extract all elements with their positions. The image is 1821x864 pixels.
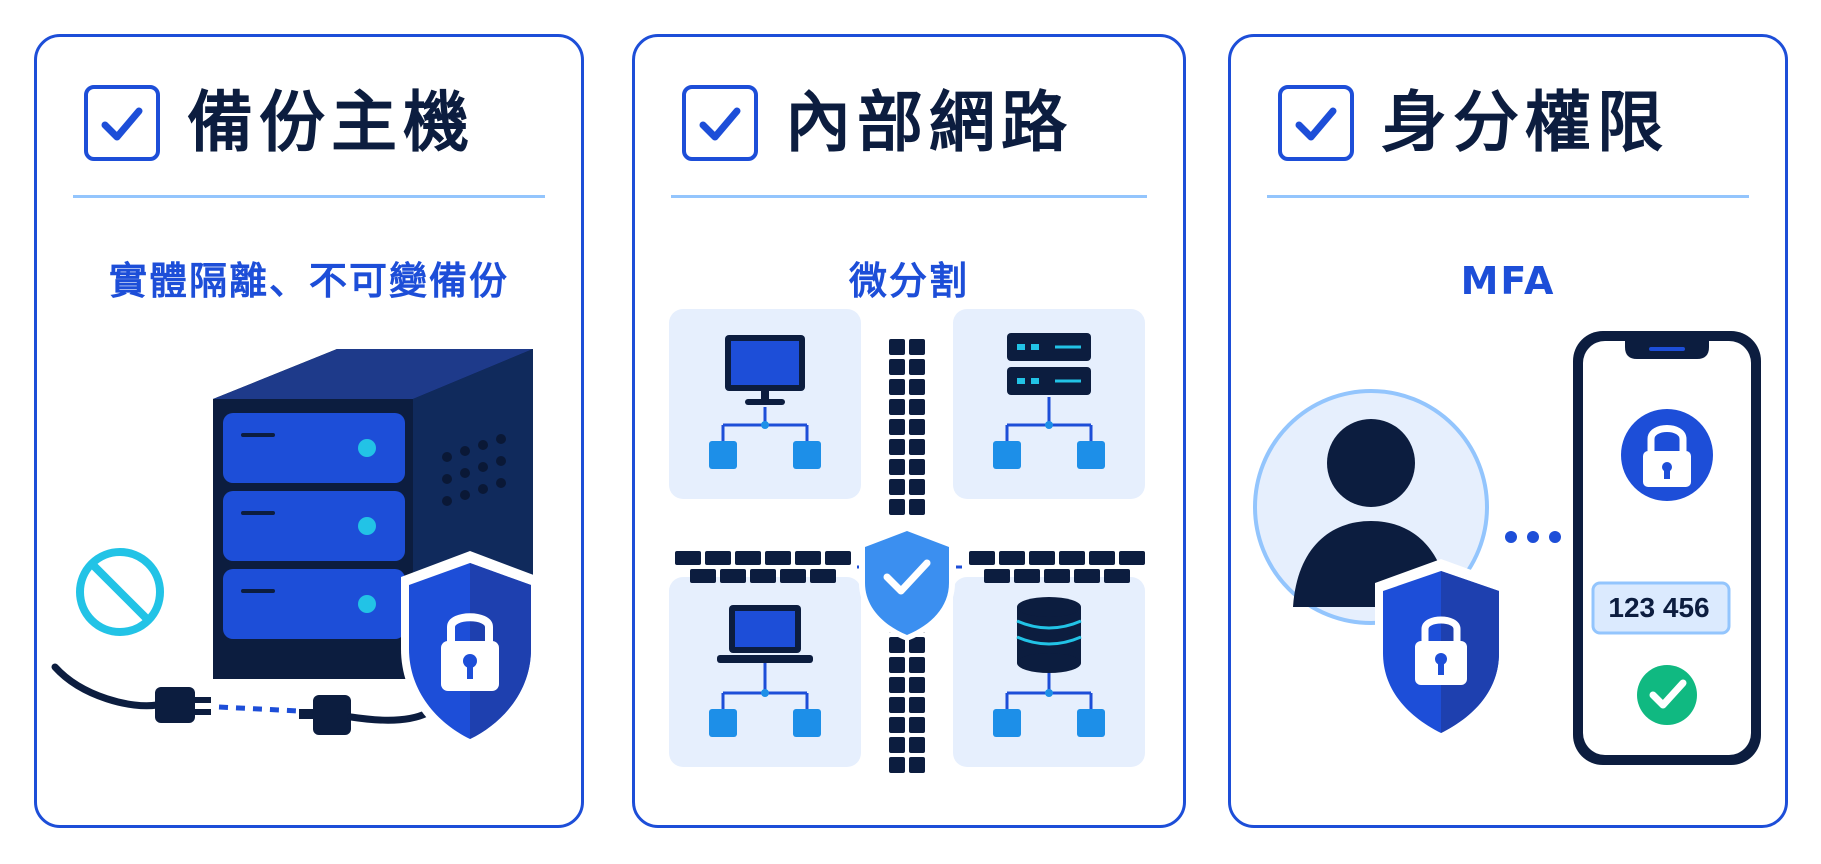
desktop-icon: [725, 335, 805, 405]
laptop-icon: [717, 605, 813, 663]
database-icon: [1016, 597, 1082, 673]
card-title: 內部網路: [785, 84, 1073, 161]
divider: [73, 195, 545, 198]
server-rack-icon: [1007, 333, 1091, 395]
card-title: 備份主機: [187, 84, 475, 161]
connector-dots: [1505, 531, 1561, 543]
success-check-icon: [1637, 665, 1697, 725]
card-identity-access: 身分權限 MFA: [1228, 34, 1788, 828]
firewall-icon: [675, 551, 851, 583]
node-icon: [709, 441, 1105, 737]
divider: [671, 195, 1147, 198]
shield-lock-icon: [1375, 559, 1507, 745]
card-subtitle: MFA: [1460, 259, 1556, 303]
card-subtitle: 微分割: [848, 259, 969, 303]
backup-host-illustration: [51, 349, 539, 751]
card-subtitle: 實體隔離、不可變備份: [108, 259, 509, 303]
shield-lock-icon: [401, 551, 539, 751]
prohibited-icon: [76, 548, 164, 636]
card-internal-network: 內部網路 微分割: [632, 34, 1186, 828]
checkbox-checked-icon: [1278, 85, 1354, 161]
divider: [1267, 195, 1749, 198]
lock-icon: [1621, 409, 1713, 501]
card-backup-host: 備份主機 實體隔離、不可變備份: [34, 34, 584, 828]
checkbox-checked-icon: [682, 85, 758, 161]
mfa-illustration: [1253, 331, 1761, 765]
micro-segmentation-illustration: [669, 309, 1145, 773]
otp-field: [1591, 581, 1731, 635]
checkbox-checked-icon: [84, 85, 160, 161]
firewall-icon: [969, 551, 1145, 583]
shield-check-icon: [859, 525, 955, 641]
otp-code: 123 456: [1608, 592, 1710, 623]
unplugged-cable-icon: [51, 663, 431, 735]
firewall-icon: [889, 339, 925, 515]
card-title: 身分權限: [1381, 84, 1669, 161]
